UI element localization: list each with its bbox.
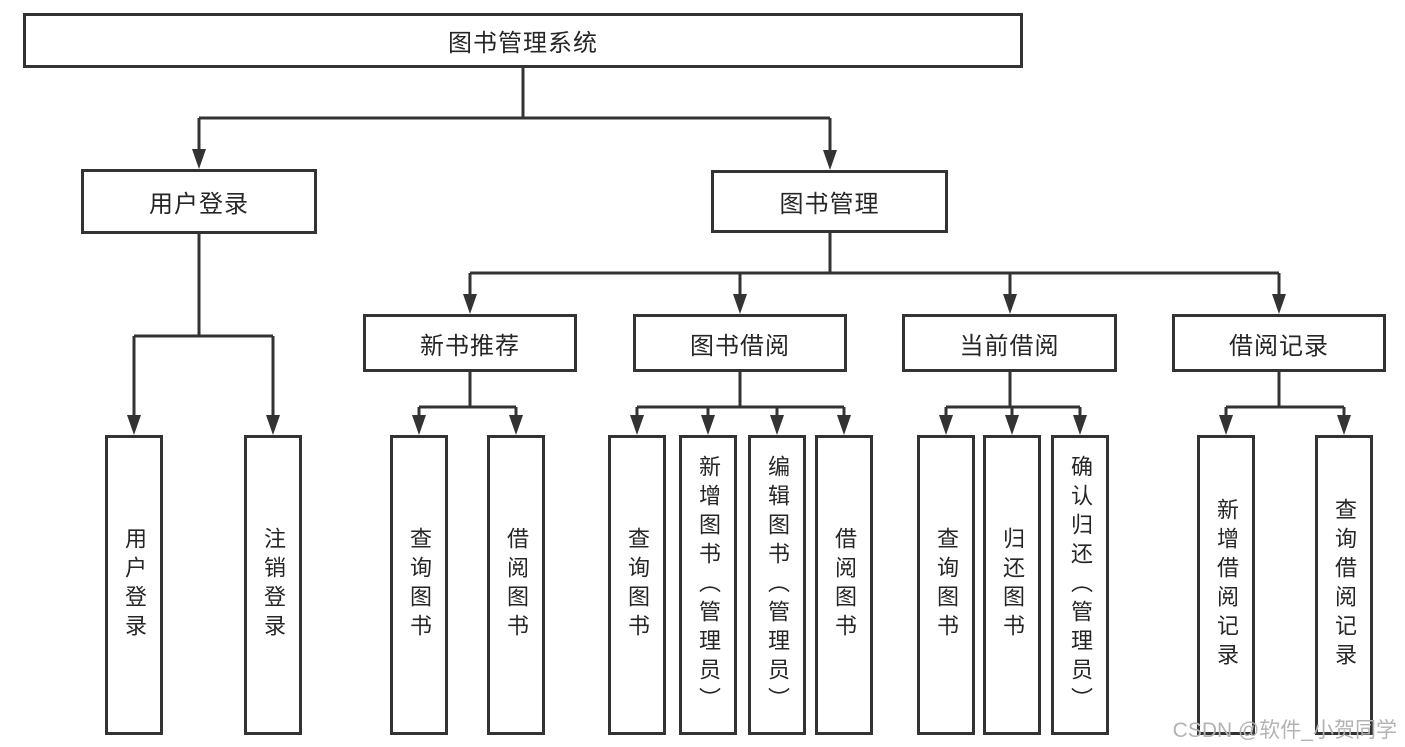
node-label: 查询借阅记录: [1332, 498, 1357, 672]
node-label: 图书管理: [779, 191, 880, 218]
leaf-current-query-books: 查询图书: [917, 435, 975, 735]
node-current-borrow: 当前借阅: [902, 314, 1117, 372]
leaf-logout: 注销登录: [244, 435, 302, 735]
node-label: 新书推荐: [420, 332, 520, 360]
node-label: 用户登录: [122, 527, 147, 643]
node-label: 注销登录: [261, 527, 286, 643]
node-user-login: 用户登录: [81, 169, 317, 234]
node-label: 借阅图书: [832, 527, 857, 643]
node-root-library-system: 图书管理系统: [23, 13, 1023, 68]
node-label: 新增借阅记录: [1214, 498, 1239, 672]
leaf-borrow-borrow-books: 借阅图书: [815, 435, 873, 735]
node-label: 查询图书: [407, 527, 432, 643]
node-label: 查询图书: [625, 527, 650, 643]
node-book-management: 图书管理: [711, 170, 948, 233]
leaf-borrow-add-books-admin: 新增图书（管理员）: [679, 435, 737, 735]
node-label: 当前借阅: [959, 332, 1060, 360]
csdn-watermark: CSDN @软件_小贺同学: [1172, 719, 1397, 742]
node-label: 用户登录: [149, 191, 249, 218]
node-label: 借阅记录: [1229, 332, 1329, 360]
leaf-current-return-books: 归还图书: [983, 435, 1041, 735]
leaf-current-confirm-return-admin: 确认归还（管理员）: [1051, 435, 1109, 735]
node-label: 借阅图书: [504, 527, 529, 643]
node-label: 图书管理系统: [448, 30, 598, 57]
node-label: 新增图书（管理员）: [696, 454, 721, 716]
leaf-borrow-query-books: 查询图书: [608, 435, 666, 735]
node-book-borrow: 图书借阅: [633, 314, 847, 372]
node-new-book-recommend: 新书推荐: [363, 314, 577, 372]
node-borrow-records: 借阅记录: [1172, 314, 1386, 372]
leaf-newbook-borrow-books: 借阅图书: [487, 435, 545, 735]
leaf-newbook-query-books: 查询图书: [390, 435, 448, 735]
node-label: 查询图书: [934, 527, 959, 643]
node-label: 图书借阅: [690, 332, 790, 360]
leaf-records-add-record: 新增借阅记录: [1197, 435, 1255, 735]
leaf-user-login: 用户登录: [105, 435, 163, 735]
node-label: 归还图书: [1000, 527, 1025, 643]
node-label: 确认归还（管理员）: [1068, 454, 1093, 716]
node-label: 编辑图书（管理员）: [765, 454, 790, 716]
leaf-borrow-edit-books-admin: 编辑图书（管理员）: [748, 435, 806, 735]
leaf-records-query-record: 查询借阅记录: [1315, 435, 1373, 735]
